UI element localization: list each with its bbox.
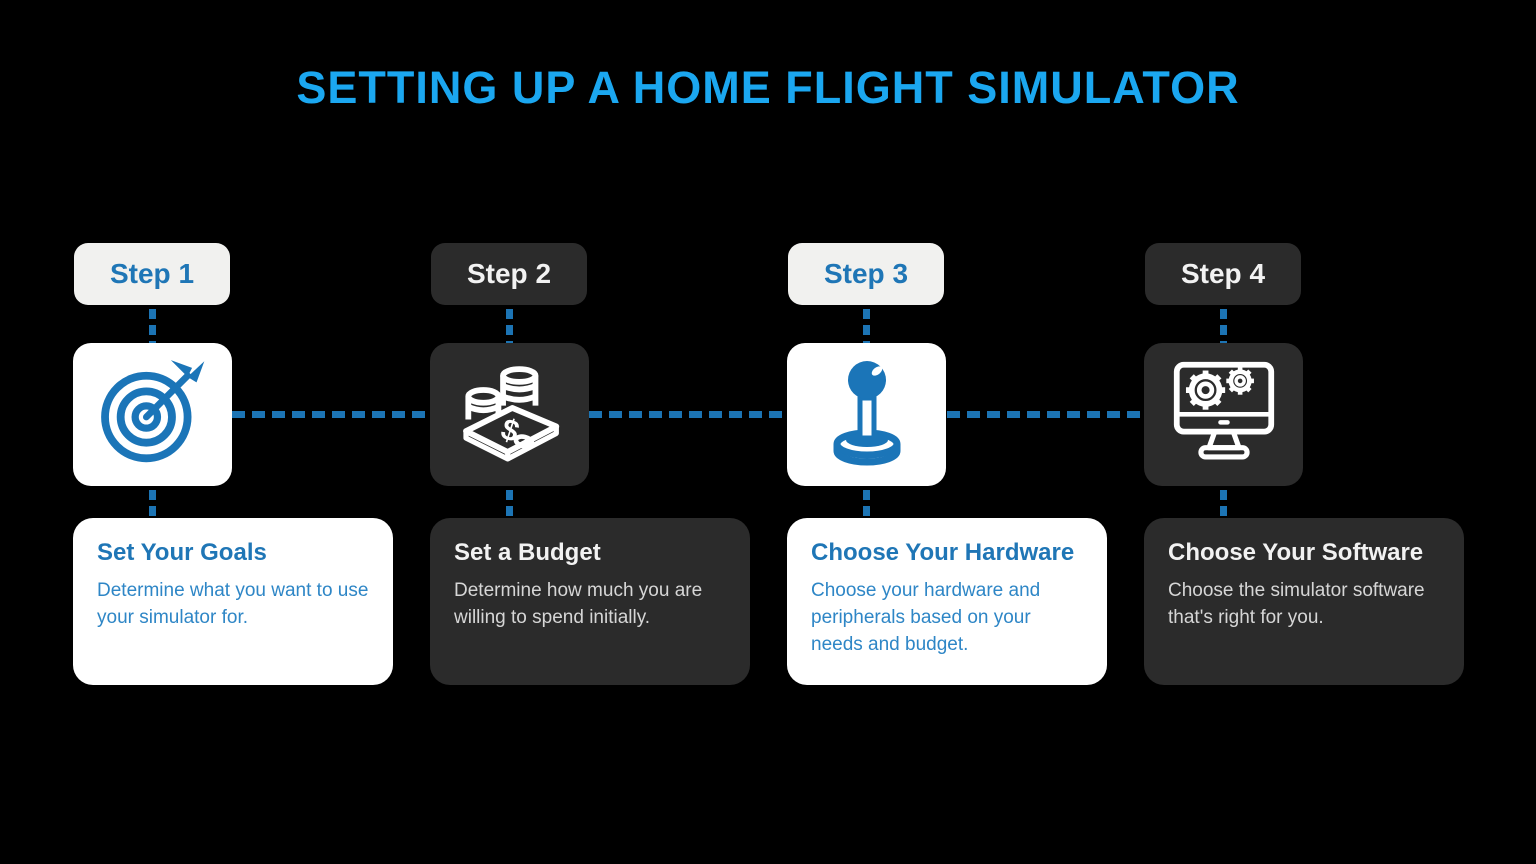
- page-title: SETTING UP A HOME FLIGHT SIMULATOR: [296, 62, 1240, 113]
- step-4-card-title: Choose Your Software: [1168, 539, 1424, 566]
- step-4-text-card: Choose Your Software Choose the simulato…: [1144, 518, 1464, 685]
- target-icon: [97, 359, 209, 470]
- step-4-column: Step 4: [1144, 243, 1464, 685]
- step-4-badge: Step 4: [1145, 243, 1301, 305]
- step-3-badge: Step 3: [788, 243, 944, 305]
- connector-vertical: [149, 309, 156, 343]
- step-2-column: Step 2 $: [430, 243, 750, 685]
- connector-vertical: [506, 490, 513, 518]
- step-4-card-body: Choose the simulator software that's rig…: [1168, 580, 1425, 628]
- step-4-icon-card: [1144, 343, 1303, 486]
- step-3-icon-card: [787, 343, 946, 486]
- step-1-badge: Step 1: [74, 243, 230, 305]
- connector-vertical: [863, 490, 870, 518]
- step-1-icon-card: [73, 343, 232, 486]
- connector-horizontal-3: [947, 411, 1145, 418]
- step-1-column: Step 1 Set Your Goals Determine: [73, 243, 393, 685]
- step-3-text-card: Choose Your Hardware Choose your hardwar…: [787, 518, 1107, 685]
- connector-vertical: [506, 309, 513, 343]
- step-2-text-card: Set a Budget Determine how much you are …: [430, 518, 750, 685]
- connector-vertical: [1220, 309, 1227, 343]
- step-2-badge: Step 2: [431, 243, 587, 305]
- money-icon: $: [452, 357, 568, 472]
- step-2-card-title: Set a Budget: [454, 539, 601, 566]
- step-1-card-title: Set Your Goals: [97, 539, 267, 566]
- connector-vertical: [149, 490, 156, 518]
- monitor-gears-icon: [1166, 359, 1282, 470]
- connector-horizontal-2: [589, 411, 788, 418]
- step-1-card-body: Determine what you want to use your simu…: [97, 580, 369, 628]
- connector-horizontal-1: [232, 411, 430, 418]
- joystick-icon: [817, 356, 917, 473]
- step-3-card-title: Choose Your Hardware: [811, 539, 1075, 566]
- steps-row: Step 1 Set Your Goals Determine: [73, 243, 1464, 685]
- step-1-text-card: Set Your Goals Determine what you want t…: [73, 518, 393, 685]
- step-2-card-body: Determine how much you are willing to sp…: [454, 580, 703, 628]
- step-2-icon-card: $: [430, 343, 589, 486]
- step-3-card-body: Choose your hardware and peripherals bas…: [811, 580, 1041, 655]
- step-3-column: Step 3 Choose Your Hardware Cho: [787, 243, 1107, 685]
- connector-vertical: [863, 309, 870, 343]
- connector-vertical: [1220, 490, 1227, 518]
